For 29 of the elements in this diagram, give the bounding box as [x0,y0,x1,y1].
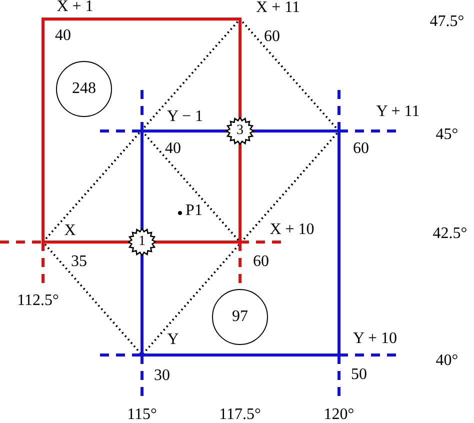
value-label: 40 [165,141,181,157]
value-label: 60 [264,29,280,45]
grid-label: X + 10 [270,222,314,238]
degree-label: 117.5° [219,407,261,423]
value-label: 60 [253,254,269,270]
degree-label: 115° [127,407,157,423]
grid-label: Y − 1 [167,109,203,125]
marker-number: 1 [138,235,146,249]
point-label: P1 [186,203,202,219]
grid-label: Y [167,332,179,348]
degree-label: 112.5° [17,293,59,309]
value-label: 40 [55,28,71,44]
grid-label: X [64,223,76,239]
grid-label: Y + 10 [353,331,397,347]
grid-label: X + 11 [256,0,300,16]
value-label: 30 [154,368,170,384]
degree-label: 120° [324,407,354,423]
value-label: 35 [71,254,87,270]
degree-label: 42.5° [432,226,468,242]
marker-number: 3 [236,124,244,138]
degree-label: 40° [436,353,458,369]
degree-label: 45° [436,127,458,143]
value-label: 60 [353,141,369,157]
degree-label: 47.5° [430,14,464,30]
grid-label: Y + 11 [376,104,420,120]
grid-label: X + 1 [56,0,94,15]
numbered-circle: 97 [212,289,268,345]
value-label: 50 [351,367,367,383]
numbered-circle: 248 [56,61,112,117]
